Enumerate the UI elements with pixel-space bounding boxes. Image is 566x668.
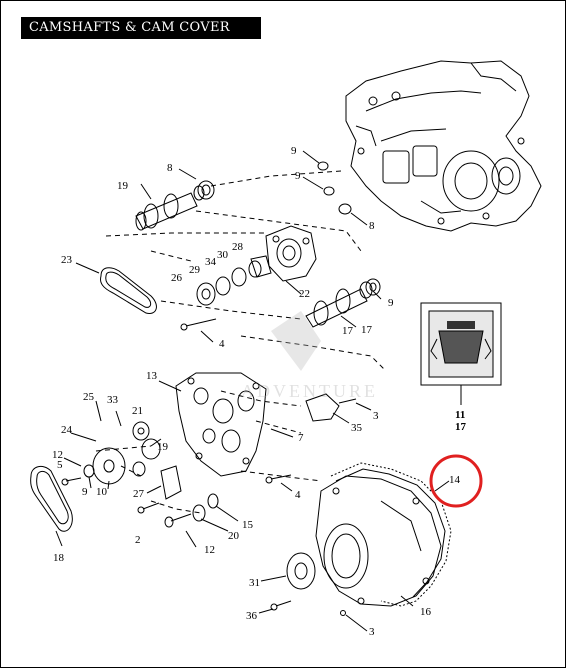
callout: 22 <box>299 288 310 300</box>
callout: 30 <box>217 249 229 261</box>
callout: 15 <box>242 519 254 531</box>
callout: 31 <box>249 577 260 589</box>
cam-support-plate <box>175 372 267 477</box>
highlight-ring <box>429 454 483 508</box>
callout: 27 <box>133 488 145 500</box>
callout: 8 <box>167 162 173 174</box>
callout: 16 <box>420 606 432 618</box>
crankcase-drawing <box>345 60 542 232</box>
callout: 29 <box>189 264 201 276</box>
title-bar: CAMSHAFTS & CAM COVER <box>21 17 261 39</box>
pump-housing <box>265 225 317 282</box>
camshaft-19 <box>135 180 215 231</box>
callout: 17 <box>361 324 373 336</box>
callout: 18 <box>53 552 65 564</box>
cam-cover <box>315 475 442 607</box>
callout: 19 <box>117 180 129 192</box>
callout: 3 <box>369 626 375 638</box>
callout: 12 <box>204 544 215 556</box>
callout: 28 <box>232 241 244 253</box>
camshaft-18 <box>305 278 381 328</box>
chain-21 <box>30 465 73 532</box>
callout: 36 <box>246 610 258 622</box>
watermark-text: ADVENTURE <box>241 381 378 401</box>
callout: 33 <box>107 394 119 406</box>
callout: 9 <box>295 170 301 182</box>
callout: 2 <box>135 534 141 546</box>
callout: 20 <box>228 530 240 542</box>
callout: 8 <box>369 220 375 232</box>
callout: 5 <box>57 459 63 471</box>
chain-22 <box>100 267 157 315</box>
callout: 9 <box>82 486 88 498</box>
callout: 13 <box>146 370 158 382</box>
callout: 10 <box>96 486 108 498</box>
callout: 24 <box>61 424 73 436</box>
callout: 17 <box>455 421 467 433</box>
watermark: ADVENTURE <box>241 311 378 401</box>
callout: 25 <box>83 391 95 403</box>
callout: 4 <box>219 338 225 350</box>
callout: 9 <box>388 297 394 309</box>
callout: 34 <box>205 256 217 268</box>
callout: 17 <box>342 325 354 337</box>
diagram-title: CAMSHAFTS & CAM COVER <box>29 20 230 35</box>
manual-box <box>420 302 502 405</box>
callout: 19 <box>157 441 169 453</box>
callout: 23 <box>61 254 73 266</box>
callout: 3 <box>373 410 379 422</box>
callout: 14 <box>449 474 461 486</box>
callout: 21 <box>132 405 143 417</box>
callout: 7 <box>298 432 304 444</box>
callout: 35 <box>351 422 363 434</box>
callout: 11 <box>455 409 465 421</box>
callout: 4 <box>295 489 301 501</box>
callout: 12 <box>52 449 63 461</box>
callout: 26 <box>171 272 183 284</box>
callout: 9 <box>291 145 297 157</box>
